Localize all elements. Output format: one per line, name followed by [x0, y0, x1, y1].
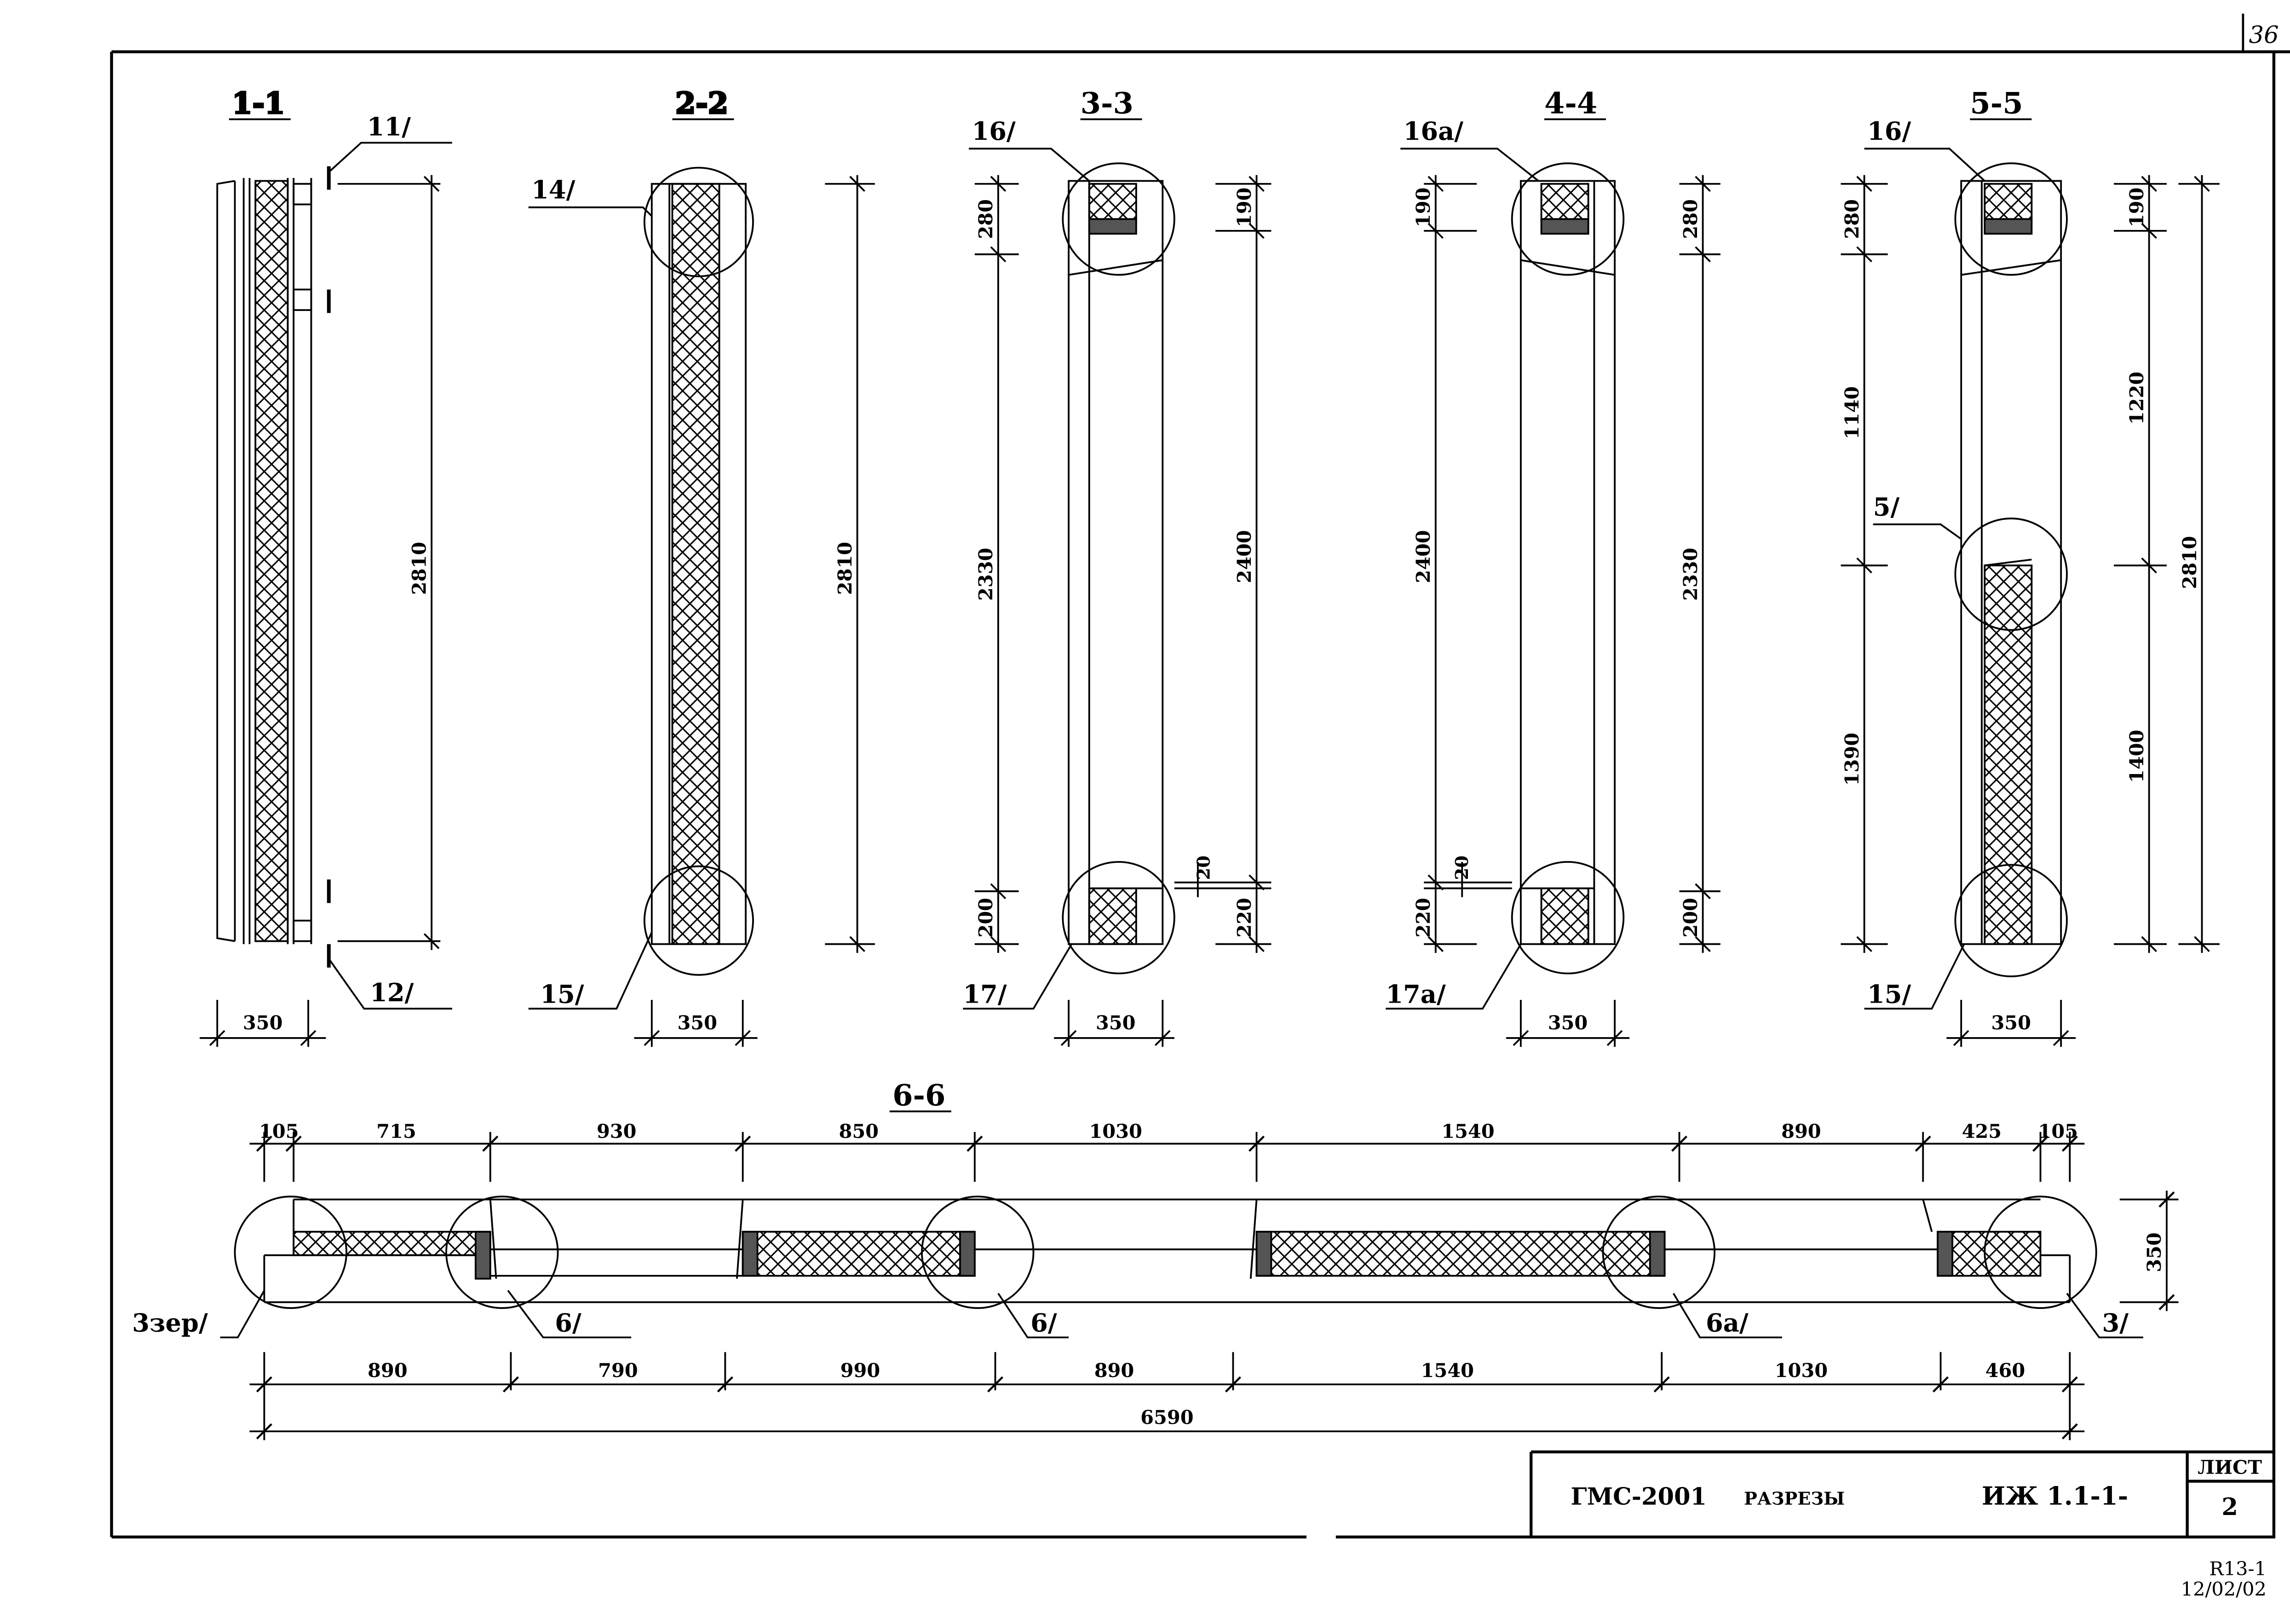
- dimension-label: 350: [1096, 1011, 1136, 1034]
- leader-label: 11/: [367, 112, 411, 141]
- dimension-label: 350: [1548, 1011, 1588, 1034]
- section-3-3: [963, 118, 1272, 1047]
- dimension-label: 2330: [974, 548, 997, 601]
- dimension-ticks: [256, 1136, 2175, 1440]
- leader-label: 16/: [1867, 116, 1911, 146]
- section-5-5: [1841, 118, 2220, 1047]
- dimension-label: 350: [2143, 1233, 2165, 1273]
- dimension-label: 280: [1841, 199, 1863, 239]
- dimension-label: 790: [598, 1359, 638, 1382]
- sheet-number: 2: [2221, 1493, 2238, 1521]
- dimension-label: 890: [368, 1359, 408, 1382]
- leader-label: 16/: [972, 116, 1015, 146]
- dimension-label: 350: [243, 1011, 283, 1034]
- leader-label: 15/: [1867, 979, 1911, 1009]
- leader-label: 6/: [1030, 1308, 1057, 1337]
- dimension-label: 200: [974, 898, 997, 938]
- leader-label: 15/: [540, 979, 584, 1009]
- dimension-label: 2810: [2178, 536, 2201, 589]
- leader-label: 3зер/: [132, 1308, 208, 1337]
- section-title: 6-6: [892, 1079, 945, 1113]
- dimension-label: 20: [1193, 855, 1214, 880]
- dimension-label: 350: [677, 1011, 717, 1034]
- dimension-label: 1390: [1841, 733, 1863, 786]
- section-title: 1-1: [232, 86, 285, 121]
- leader-label: 14/: [531, 175, 575, 205]
- dimension-label: 460: [1985, 1359, 2025, 1382]
- leader-label: 17a/: [1386, 979, 1446, 1009]
- dimension-label: 280: [974, 199, 997, 239]
- sheet-frame: [110, 13, 2290, 1539]
- dimension-label: 715: [376, 1120, 416, 1142]
- leader-label: 6a/: [1706, 1308, 1749, 1337]
- dimension-label: 1030: [1089, 1120, 1142, 1142]
- dimension-label: 105: [259, 1120, 299, 1142]
- dimension-label: 890: [1781, 1120, 1821, 1142]
- dimension-label: 280: [1679, 199, 1702, 239]
- footer-ref: R13-1: [2209, 1557, 2267, 1580]
- dimension-label: 1540: [1441, 1120, 1494, 1142]
- dimension-label: 2400: [1412, 530, 1434, 583]
- page-number: 36: [2249, 22, 2279, 49]
- dimension-label: 20: [1452, 855, 1473, 880]
- dimension-label: 2810: [408, 542, 430, 595]
- dimension-label: 220: [1412, 898, 1434, 938]
- leader-label: 16a/: [1404, 116, 1464, 146]
- section-title: 4-4: [1544, 86, 1597, 121]
- dimension-label: 2400: [1233, 530, 1255, 583]
- dimension-label: 350: [1991, 1011, 2031, 1034]
- section-title: 2-2: [675, 86, 728, 121]
- section-2-2: 2-2: [528, 86, 875, 1047]
- dimension-label: 930: [597, 1120, 637, 1142]
- project-code: ГМС-2001: [1571, 1483, 1707, 1511]
- section-1-1: 1-1: [199, 86, 452, 1047]
- dimension-label: 220: [1233, 898, 1255, 938]
- leader-label: 17/: [963, 979, 1007, 1009]
- section-4-4: [1386, 118, 1720, 1047]
- plan-6-6: [220, 1110, 2179, 1440]
- dimension-label: 200: [1679, 898, 1702, 938]
- drawing-name: РАЗРЕЗЫ: [1744, 1489, 1845, 1509]
- dimension-label: 2810: [834, 542, 856, 595]
- dimension-label: 1400: [2125, 730, 2148, 783]
- section-title: 5-5: [1970, 86, 2023, 121]
- title-block: [1530, 1450, 2274, 1537]
- leader-label: 6/: [555, 1308, 581, 1337]
- dimension-label: 105: [2038, 1120, 2078, 1142]
- leader-label: 5/: [1873, 492, 1900, 522]
- dimension-label: 1540: [1421, 1359, 1474, 1382]
- dimension-label: 2330: [1679, 548, 1702, 601]
- dimension-label: 1220: [2125, 372, 2148, 425]
- footer-date: 12/02/02: [2181, 1578, 2267, 1601]
- dimension-label: 190: [2125, 188, 2148, 228]
- dimension-label: 1030: [1775, 1359, 1828, 1382]
- dimension-label: 425: [1962, 1120, 2002, 1142]
- leader-label: 12/: [370, 978, 414, 1007]
- leader-label: 3/: [2102, 1308, 2129, 1337]
- sheet-label: ЛИСТ: [2198, 1456, 2262, 1479]
- section-title: 3-3: [1081, 86, 1133, 121]
- dimension-label: 190: [1412, 188, 1434, 228]
- document-code: ИЖ 1.1-1-: [1982, 1481, 2128, 1511]
- dimension-label: 190: [1233, 188, 1255, 228]
- dimension-label: 990: [840, 1359, 880, 1382]
- dimension-label: 890: [1094, 1359, 1134, 1382]
- dimension-label: 850: [839, 1120, 879, 1142]
- dimension-label: 6590: [1140, 1406, 1193, 1429]
- dimension-label: 1140: [1841, 386, 1863, 439]
